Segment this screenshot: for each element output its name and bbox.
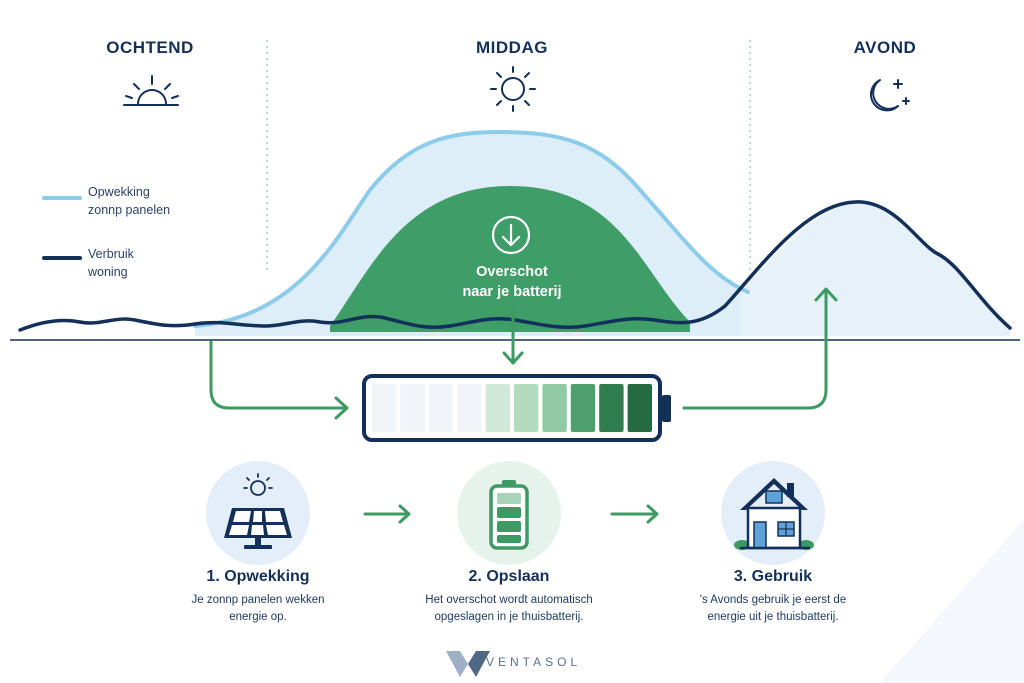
- step-arrowhead-1-2: [398, 504, 411, 524]
- battery-cell-filled: [542, 384, 567, 432]
- battery-terminal: [662, 395, 671, 422]
- phase-label-midday: MIDDAG: [476, 38, 548, 57]
- legend-generation-line1: Opwekking: [88, 185, 150, 199]
- solar-generation-line: [193, 129, 750, 328]
- flow-arrowhead-left: [334, 396, 349, 420]
- legend-generation-line2: zonnp panelen: [88, 203, 171, 217]
- surplus-label-line1: Overschot: [476, 264, 548, 280]
- phase-label-evening: AVOND: [853, 38, 917, 57]
- battery-cell-empty: [457, 384, 482, 432]
- battery-cell-filled: [485, 384, 510, 432]
- battery-cell-empty: [372, 384, 397, 432]
- step-3-title: 3. Gebruik: [733, 568, 813, 585]
- step-arrowhead-2-3: [646, 504, 659, 524]
- battery-icon: [489, 480, 529, 550]
- sunrise-icon: [123, 75, 179, 106]
- download-arrow-icon: [491, 215, 531, 255]
- phase-label-morning: OCHTEND: [106, 38, 194, 57]
- surplus-label: Overschot naar je batterij: [412, 262, 612, 302]
- background-decoration: [880, 520, 1024, 683]
- step-2-title: 2. Opslaan: [468, 568, 550, 585]
- battery-cell-empty: [400, 384, 425, 432]
- evening-consumption-area: [740, 201, 1010, 336]
- battery-cell-filled: [570, 384, 596, 432]
- surplus-area: [330, 186, 690, 332]
- consumption-line: [18, 200, 1012, 332]
- battery-cell-empty: [428, 384, 454, 432]
- solar-panel-icon: [224, 473, 292, 549]
- legend-consumption: Verbruik woning: [88, 245, 134, 281]
- legend-generation: Opwekking zonnp panelen: [88, 183, 170, 219]
- surplus-label-line2: naar je batterij: [462, 284, 562, 300]
- flow-arrowhead-down: [502, 351, 524, 365]
- battery-cells: [372, 384, 652, 432]
- battery-cell-filled: [514, 384, 539, 432]
- flow-arrow-to-battery-left: [209, 340, 348, 410]
- moon-icon: [870, 79, 910, 112]
- legend-consumption-line2: woning: [88, 265, 128, 279]
- sun-icon: [490, 66, 536, 112]
- flow-arrowhead-up: [814, 287, 838, 302]
- step-1-title: 1. Opwekking: [206, 568, 310, 585]
- battery-cell-filled: [627, 384, 652, 432]
- step-3-description: 's Avonds gebruik je eerst de energie ui…: [699, 594, 847, 623]
- house-icon: [734, 478, 814, 550]
- flow-arrow-to-evening: [682, 288, 828, 410]
- step-2-description: Het overschot wordt automatisch opgeslag…: [425, 594, 593, 623]
- brand-name: VENTASOL: [486, 655, 582, 669]
- ventasol-logo-icon: [446, 651, 490, 677]
- step-1-description: Je zonnp panelen wekken energie op.: [191, 594, 325, 623]
- legend-consumption-line1: Verbruik: [88, 247, 134, 261]
- battery-cell-filled: [599, 384, 624, 432]
